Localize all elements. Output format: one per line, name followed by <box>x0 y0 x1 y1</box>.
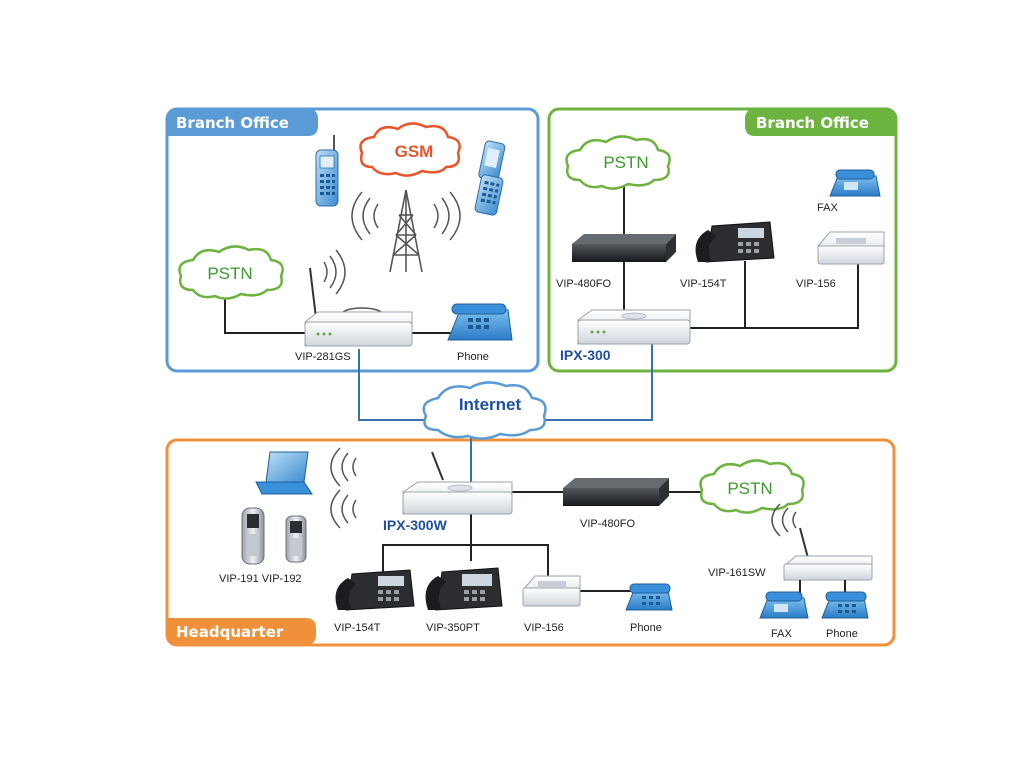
fax-hq-label: FAX <box>771 628 792 640</box>
vip-191-192-label: VIP-191 VIP-192 <box>219 573 302 585</box>
ip-phone-black-right-icon <box>695 221 775 263</box>
fax-blue-right-icon <box>829 169 881 197</box>
vip-154t-right-label: VIP-154T <box>680 278 727 290</box>
fax-right-label: FAX <box>817 202 838 214</box>
flip-phone-icon <box>474 140 506 216</box>
vip-281gs-device <box>304 267 413 347</box>
pstn-cloud-left: PSTN <box>178 245 284 300</box>
vip-350pt-label: VIP-350PT <box>426 622 480 634</box>
branch-office-left-title: Branch Office <box>176 114 289 132</box>
phone-left-label: Phone <box>457 351 489 363</box>
ip-phone-vip-350pt-icon <box>425 567 503 611</box>
fax-blue-hq-icon <box>759 591 809 619</box>
vip-156-right-device <box>817 231 885 265</box>
vip-156-right-label: VIP-156 <box>796 278 836 290</box>
wifi-phone-vip-192-icon <box>285 515 307 563</box>
vip-480fo-right-device <box>572 234 676 262</box>
vip-156-hq-device <box>522 575 581 607</box>
wires <box>224 179 859 592</box>
internet-cloud: Internet <box>422 381 547 440</box>
vip-161sw-device <box>783 527 873 581</box>
ipx-300-label: IPX-300 <box>560 347 611 363</box>
ipx-300w-device <box>402 451 513 515</box>
branch-office-left-region: Branch Office <box>165 107 540 373</box>
vip-156-hq-label: VIP-156 <box>524 622 564 634</box>
pstn-cloud-hq: PSTN <box>699 459 805 514</box>
vip-281gs-label: VIP-281GS <box>295 351 351 363</box>
wireless-signal-icon <box>323 191 461 295</box>
vip-480fo-hq-label: VIP-480FO <box>580 518 635 530</box>
gsm-cloud-label: GSM <box>395 142 434 161</box>
cell-tower-icon <box>389 189 423 273</box>
vip-161sw-label: VIP-161SW <box>708 567 766 579</box>
pstn-cloud-right: PSTN <box>565 135 671 190</box>
mobile-phone-icon <box>315 135 339 207</box>
vip-480fo-right-label: VIP-480FO <box>556 278 611 290</box>
wireless-signal-hq-icon <box>330 447 797 537</box>
phone-hq-label: Phone <box>630 622 662 634</box>
headquarter-title: Headquarter <box>176 623 284 641</box>
desk-phone-blue-hq2-icon <box>821 591 869 619</box>
ip-phone-vip-154t-hq-icon <box>335 569 415 611</box>
pstn-cloud-right-label: PSTN <box>603 153 648 172</box>
branch-office-right-title: Branch Office <box>756 114 869 132</box>
phone-hq2-label: Phone <box>826 628 858 640</box>
ipx-300-device <box>577 309 691 345</box>
desk-phone-blue-icon <box>447 303 513 341</box>
ipx-300w-label: IPX-300W <box>383 517 448 533</box>
desk-phone-blue-hq-icon <box>625 583 673 611</box>
gsm-cloud: GSM <box>359 122 461 177</box>
laptop-icon <box>255 451 313 495</box>
vip-480fo-hq-device <box>563 478 669 506</box>
pstn-cloud-hq-label: PSTN <box>727 479 772 498</box>
pstn-cloud-left-label: PSTN <box>207 264 252 283</box>
internet-cloud-label: Internet <box>459 395 522 414</box>
wifi-phone-vip-191-icon <box>241 507 265 565</box>
vip-154t-hq-label: VIP-154T <box>334 622 381 634</box>
